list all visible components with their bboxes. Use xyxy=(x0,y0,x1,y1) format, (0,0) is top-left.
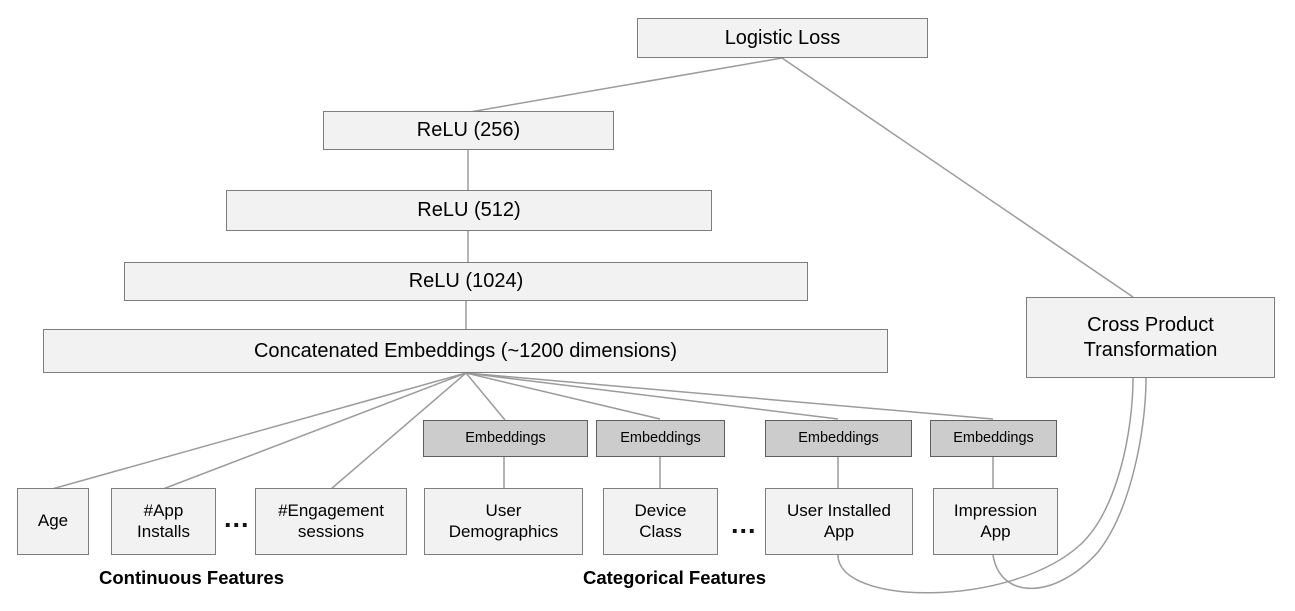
node-embeddings-4-label: Embeddings xyxy=(953,429,1034,446)
node-concatenated-embeddings-label: Concatenated Embeddings (~1200 dimension… xyxy=(253,339,678,362)
node-feature-age[interactable]: Age xyxy=(17,488,89,555)
node-feature-device-class[interactable]: Device Class xyxy=(603,488,718,555)
node-feature-user-demographics[interactable]: User Demographics xyxy=(424,488,583,555)
node-relu-1024-label: ReLU (1024) xyxy=(408,270,524,293)
node-feature-user-installed-app-line2: App xyxy=(823,521,855,541)
node-cross-product-transformation-line1: Cross Product xyxy=(1087,314,1214,337)
node-feature-app-installs[interactable]: #App Installs xyxy=(111,488,216,555)
node-feature-impression-app[interactable]: Impression App xyxy=(933,488,1058,555)
node-feature-app-installs-line1: #App xyxy=(143,500,184,520)
edge-concat-to-app-installs xyxy=(162,372,467,490)
edge-concat-to-embeddings-4 xyxy=(465,372,994,420)
node-embeddings-3-label: Embeddings xyxy=(798,429,879,446)
node-cross-product-transformation[interactable]: Cross Product Transformation xyxy=(1026,297,1275,378)
node-feature-device-class-line2: Class xyxy=(639,521,682,541)
node-relu-256[interactable]: ReLU (256) xyxy=(323,111,614,150)
node-feature-engagement-sessions-line2: sessions xyxy=(297,521,365,541)
node-feature-user-demographics-line1: User xyxy=(485,500,522,520)
node-logistic-loss-label: Logistic Loss xyxy=(724,26,841,49)
node-embeddings-4[interactable]: Embeddings xyxy=(930,420,1057,457)
edge-concat-to-age xyxy=(51,372,467,490)
node-relu-256-label: ReLU (256) xyxy=(416,119,521,142)
label-categorical-features: Categorical Features xyxy=(583,567,767,588)
node-feature-user-demographics-line2: Demographics xyxy=(448,521,559,541)
edge-concat-to-embeddings-2 xyxy=(465,372,661,420)
node-embeddings-2-label: Embeddings xyxy=(620,429,701,446)
node-feature-user-installed-app-line1: User Installed xyxy=(787,500,891,520)
node-feature-engagement-sessions-line1: #Engagement xyxy=(278,500,384,520)
node-embeddings-1[interactable]: Embeddings xyxy=(423,420,588,457)
node-relu-512[interactable]: ReLU (512) xyxy=(226,190,712,231)
edge-loss-to-cross xyxy=(781,57,1134,298)
node-feature-app-installs-line2: Installs xyxy=(137,521,190,541)
edge-loss-to-relu256 xyxy=(469,57,783,113)
ellipsis-categorical: ... xyxy=(731,509,757,539)
edge-concat-to-embeddings-1 xyxy=(465,372,506,421)
node-feature-user-installed-app[interactable]: User Installed App xyxy=(765,488,913,555)
node-feature-impression-app-line2: App xyxy=(980,521,1011,541)
node-embeddings-1-label: Embeddings xyxy=(465,429,546,446)
edge-impression-app-to-cross xyxy=(992,377,1147,590)
edge-user-installed-app-to-cross xyxy=(837,377,1134,594)
node-logistic-loss[interactable]: Logistic Loss xyxy=(637,18,928,58)
node-concatenated-embeddings[interactable]: Concatenated Embeddings (~1200 dimension… xyxy=(43,329,888,373)
node-relu-1024[interactable]: ReLU (1024) xyxy=(124,262,808,301)
node-feature-age-line1: Age xyxy=(37,511,69,531)
node-embeddings-2[interactable]: Embeddings xyxy=(596,420,725,457)
node-embeddings-3[interactable]: Embeddings xyxy=(765,420,912,457)
node-cross-product-transformation-line2: Transformation xyxy=(1083,338,1218,361)
ellipsis-continuous: ... xyxy=(224,503,250,533)
label-continuous-features: Continuous Features xyxy=(99,567,285,588)
node-feature-impression-app-line1: Impression xyxy=(953,500,1038,520)
node-feature-engagement-sessions[interactable]: #Engagement sessions xyxy=(255,488,407,555)
node-feature-device-class-line1: Device xyxy=(634,500,687,520)
node-relu-512-label: ReLU (512) xyxy=(417,199,521,222)
edge-concat-to-embeddings-3 xyxy=(465,372,839,420)
